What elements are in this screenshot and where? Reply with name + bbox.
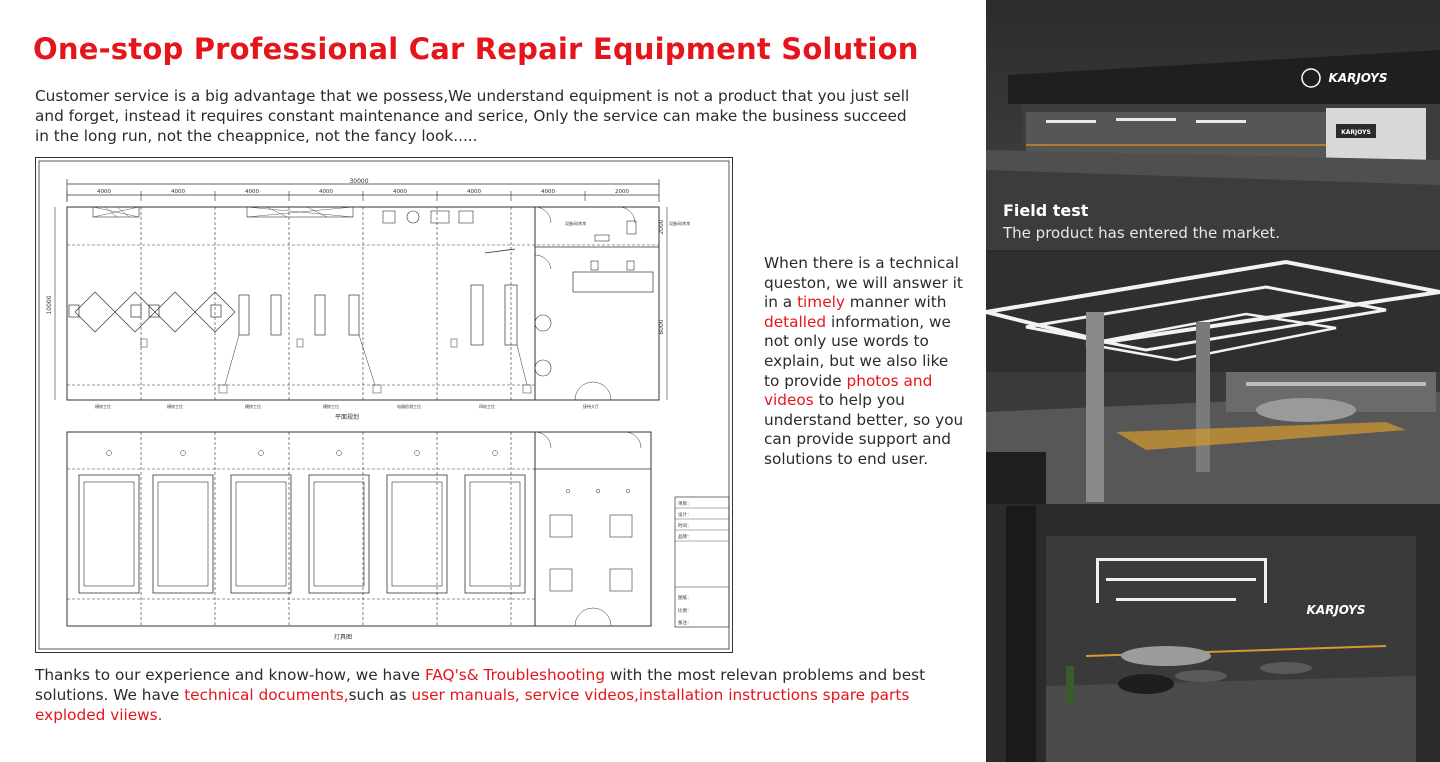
room-label-1: 设备间/库房 [565, 220, 586, 226]
info-label: 比例： [678, 607, 692, 614]
workshop-image [986, 252, 1440, 504]
resources-paragraph: Thanks to our experience and know-how, w… [35, 666, 926, 724]
info-label: 设计： [678, 511, 692, 518]
dim-segment: 4000 [171, 189, 185, 195]
lighting-title: 灯具图 [334, 633, 352, 641]
bay-label: 电器检测工位 [397, 403, 421, 409]
room-label-2: 设备间/库房 [669, 220, 690, 226]
dim-right-1: 2000 [658, 219, 665, 234]
bay-label: 横修工位 [323, 403, 339, 409]
highlight-photos-videos: photos and videos [764, 371, 933, 410]
storefront-image: KARJOYS KARJOYS [986, 0, 1440, 250]
bay-label: 横修工位 [167, 403, 183, 409]
bay-label: 横修工位 [95, 403, 111, 409]
highlight-tech-docs: technical documents, [184, 686, 349, 704]
field-test-title: Field test [1003, 201, 1089, 220]
dim-segment: 4000 [393, 189, 407, 195]
lounge-image: KARJOYS [986, 506, 1440, 762]
info-label: 图纸： [678, 594, 692, 601]
highlight-faq: FAQ's& Troubleshooting [424, 666, 606, 684]
field-test-subtitle: The product has entered the market. [1003, 224, 1280, 242]
bay-label: 接待大厅 [583, 403, 599, 409]
page-title: One-stop Professional Car Repair Equipme… [33, 32, 919, 66]
plan-title: 平面规划 [335, 413, 359, 421]
bay-label: 四轮工位 [479, 403, 495, 409]
highlight-timely: timely [797, 293, 845, 312]
info-label: 项目： [678, 501, 692, 507]
support-paragraph: When there is a technical queston, we wi… [764, 254, 964, 468]
dim-segment: 4000 [319, 189, 333, 195]
dim-total: 30000 [349, 178, 368, 185]
field-test-column: KARJOYS KARJOYS Field test The product h… [986, 0, 1440, 762]
brand-sign-lounge: KARJOYS [1307, 603, 1366, 617]
bay-label: 横修工位 [245, 403, 261, 409]
brand-sign-small: KARJOYS [1341, 129, 1371, 136]
dim-segment: 4000 [541, 189, 555, 195]
dim-segment: 4000 [245, 189, 259, 195]
info-label: 品牌： [678, 533, 692, 540]
floor-plan-drawing: 30000 4000 4000 4000 4000 4000 4000 4000 2000 设… [35, 157, 733, 653]
dim-segment: 4000 [97, 189, 111, 195]
brand-sign: KARJOYS [1329, 71, 1388, 85]
intro-paragraph: Customer service is a big advantage that… [35, 87, 910, 145]
info-label: 备注： [678, 619, 692, 626]
dim-segment: 4000 [467, 189, 481, 195]
info-label: 时间： [678, 522, 692, 529]
highlight-manuals: user manuals, service videos,installatio… [35, 686, 910, 724]
dim-left: 10000 [46, 295, 53, 314]
dim-right-2: 8000 [658, 319, 665, 334]
highlight-detailed: detalled [764, 312, 827, 331]
dim-segment: 2000 [615, 189, 629, 195]
